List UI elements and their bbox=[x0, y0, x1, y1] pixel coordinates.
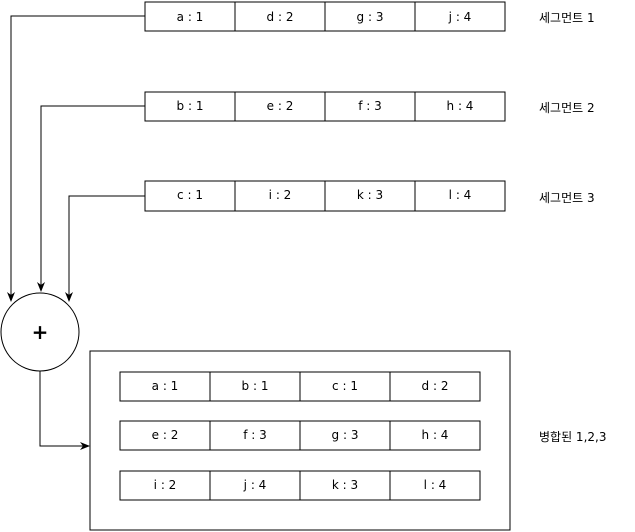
segment-2-cell-3-text: f : 3 bbox=[358, 99, 382, 113]
merged-row-3-cell-4-text: l : 4 bbox=[424, 478, 447, 492]
merged-row-3-cell-1-text: i : 2 bbox=[154, 478, 177, 492]
segment-3: c : 1 i : 2 k : 3 l : 4 세그먼트 3 bbox=[144, 180, 595, 212]
merged-row-2-cell-1 bbox=[119, 420, 211, 451]
segment-2-cell-4-text: h : 4 bbox=[447, 99, 474, 113]
merged-row-2-cell-3-text: g : 3 bbox=[332, 428, 359, 442]
segment-3-cell-2-text: i : 2 bbox=[269, 188, 292, 202]
connector-segment-3 bbox=[65, 195, 145, 302]
merged-row-3-cell-4 bbox=[389, 470, 481, 501]
segment-2: b : 1 e : 2 f : 3 h : 4 세그먼트 2 bbox=[144, 91, 595, 122]
connector-output bbox=[39, 371, 90, 450]
merged-row-1-cell-4 bbox=[389, 371, 481, 402]
merged-row-2-cell-2-text: f : 3 bbox=[243, 428, 267, 442]
segment-1-cell-2-text: d : 2 bbox=[267, 10, 294, 24]
segment-2-cell-4 bbox=[414, 91, 506, 122]
segment-1-label: 세그먼트 1 bbox=[539, 11, 595, 25]
segment-1-cell-3-text: g : 3 bbox=[357, 10, 384, 24]
merged-row-2-cell-2 bbox=[209, 420, 301, 451]
input-connectors bbox=[7, 15, 145, 302]
segment-1-cell-3 bbox=[324, 1, 416, 32]
merged-row-3-cell-3-text: k : 3 bbox=[332, 478, 358, 492]
merged-row-1-cell-1-text: a : 1 bbox=[152, 379, 179, 393]
plus-icon: + bbox=[32, 320, 49, 344]
merged-row-2-cell-4-text: h : 4 bbox=[422, 428, 449, 442]
segment-1-cell-4 bbox=[414, 1, 506, 32]
segment-2-cell-2-text: e : 2 bbox=[267, 99, 294, 113]
segment-3-cell-4 bbox=[414, 180, 506, 212]
segment-1-cell-2 bbox=[234, 1, 326, 32]
connector-segment-2 bbox=[37, 105, 145, 292]
segment-1-cell-1 bbox=[144, 1, 236, 32]
merged-row-1-cell-4-text: d : 2 bbox=[422, 379, 449, 393]
segment-3-cell-4-text: l : 4 bbox=[449, 188, 472, 202]
merged-row-3-cell-3 bbox=[299, 470, 391, 501]
segment-2-cell-3 bbox=[324, 91, 416, 122]
segment-2-cell-2 bbox=[234, 91, 326, 122]
merged-row-2-cell-4 bbox=[389, 420, 481, 451]
merged-row-3-cell-2-text: j : 4 bbox=[243, 478, 267, 492]
segment-1-cell-1-text: a : 1 bbox=[177, 10, 204, 24]
segment-3-cell-3-text: k : 3 bbox=[357, 188, 383, 202]
merged-row-1-cell-2 bbox=[209, 371, 301, 402]
merged-label: 병합된 1,2,3 bbox=[539, 430, 606, 444]
segment-1-cell-4-text: j : 4 bbox=[448, 10, 472, 24]
merged-block: a : 1 b : 1 c : 1 d : 2 e : 2 f : 3 g : … bbox=[89, 350, 606, 531]
segment-2-cell-1-text: b : 1 bbox=[177, 99, 204, 113]
merge-operator: + bbox=[0, 292, 80, 372]
connector-segment-1 bbox=[7, 15, 145, 302]
merged-row-1-cell-3 bbox=[299, 371, 391, 402]
merged-row-2-cell-1-text: e : 2 bbox=[152, 428, 179, 442]
segment-2-cell-1 bbox=[144, 91, 236, 122]
merged-row-1-cell-2-text: b : 1 bbox=[242, 379, 269, 393]
merged-row-3-cell-1 bbox=[119, 470, 211, 501]
segment-2-label: 세그먼트 2 bbox=[539, 101, 595, 115]
segment-3-label: 세그먼트 3 bbox=[539, 191, 595, 205]
merged-row-3-cell-2 bbox=[209, 470, 301, 501]
segment-3-cell-1-text: c : 1 bbox=[177, 188, 203, 202]
merged-row-1-cell-3-text: c : 1 bbox=[332, 379, 358, 393]
segment-1: a : 1 d : 2 g : 3 j : 4 세그먼트 1 bbox=[144, 1, 595, 32]
segment-3-cell-2 bbox=[234, 180, 326, 212]
merged-row-1-cell-1 bbox=[119, 371, 211, 402]
